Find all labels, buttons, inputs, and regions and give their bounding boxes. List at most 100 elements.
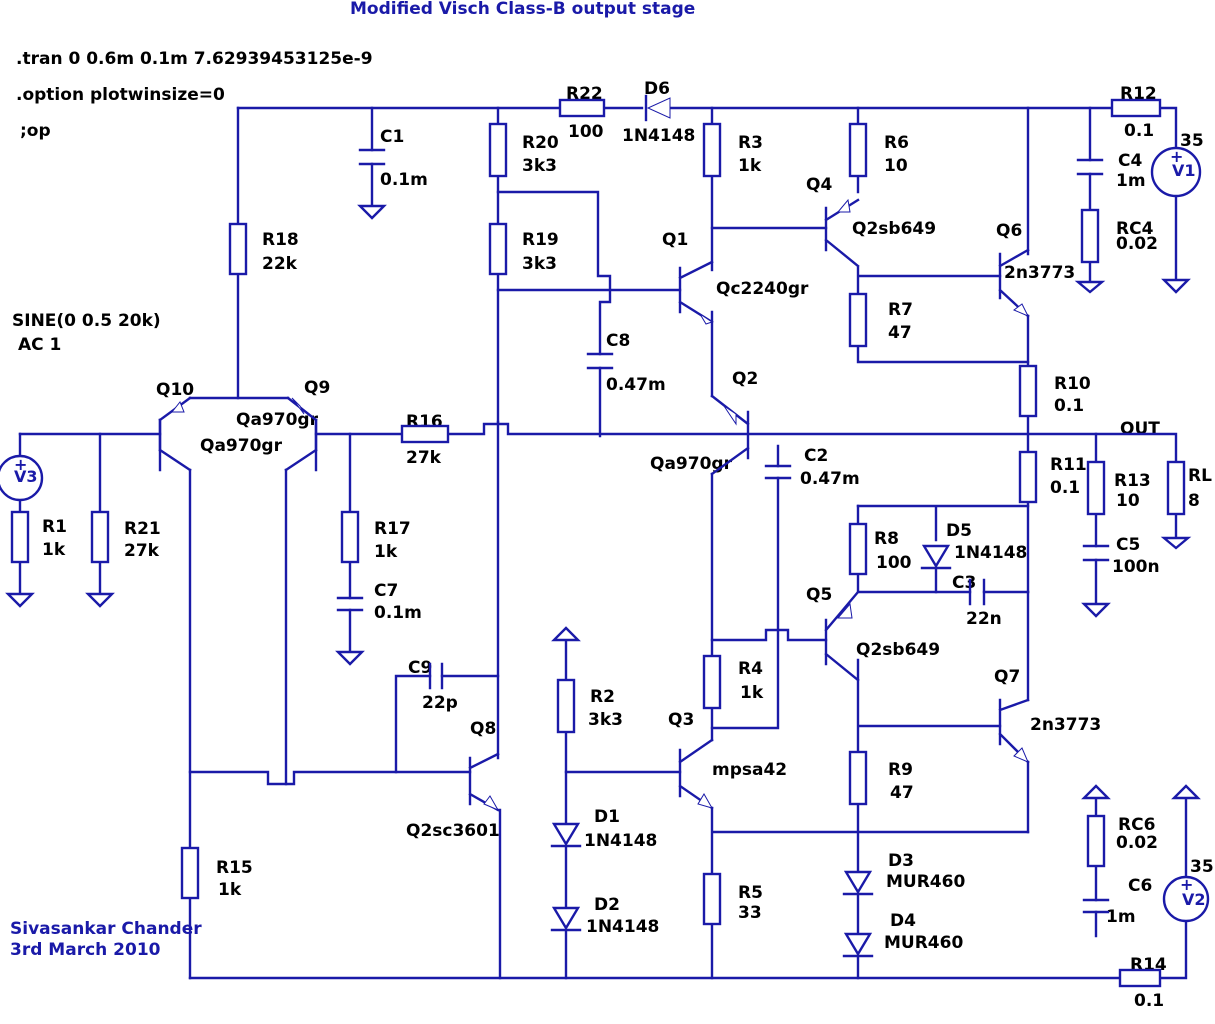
label-R8-ref: R8: [874, 529, 899, 549]
label-D5-val: 1N4148: [954, 543, 1027, 563]
label-R14-val: 0.1: [1134, 991, 1164, 1011]
label-Q9-val: Qa970gr: [236, 410, 319, 430]
label-R20-val: 3k3: [522, 156, 557, 176]
label-Q5-val: Q2sb649: [856, 640, 940, 660]
svg-text:+: +: [1180, 875, 1193, 894]
label-C5-ref: C5: [1116, 535, 1140, 555]
label-Q2-ref: Q2: [732, 369, 758, 389]
label-R9-val: 47: [890, 783, 914, 803]
label-Q2-val: Qa970gr: [650, 454, 733, 474]
label-R17-ref: R17: [374, 519, 411, 539]
label-C3-ref: C3: [952, 573, 976, 593]
label-R2-ref: R2: [590, 687, 615, 707]
label-RC4-ref: RC4: [1116, 219, 1154, 239]
label-C4-ref: C4: [1118, 151, 1142, 171]
label-R5-val: 33: [738, 903, 762, 923]
label-C2-val: 0.47m: [800, 469, 860, 489]
label-C1-val: 0.1m: [380, 170, 428, 190]
tran-directive: .tran 0 0.6m 0.1m 7.62939453125e-9: [16, 49, 373, 69]
capacitor-symbols: [336, 148, 1110, 914]
label-R4-ref: R4: [738, 659, 763, 679]
ac-spec: AC 1: [18, 335, 61, 355]
label-D4-ref: D4: [890, 911, 916, 931]
label-C4-val: 1m: [1116, 171, 1146, 191]
schematic-title: Modified Visch Class-B output stage: [350, 0, 695, 19]
v3-source-icon: V3 +: [0, 454, 44, 502]
label-R1-ref: R1: [42, 517, 67, 537]
label-C6-ref: C6: [1128, 876, 1152, 896]
label-Q9-ref: Q9: [304, 378, 330, 398]
label-R22-val: 100: [568, 122, 604, 142]
label-C2-ref: C2: [804, 446, 828, 466]
label-R3-ref: R3: [738, 133, 763, 153]
label-C7-val: 0.1m: [374, 603, 422, 623]
label-D4-val: MUR460: [884, 933, 963, 953]
transistor-symbols: [158, 198, 1030, 812]
label-R18-val: 22k: [262, 254, 298, 274]
label-D2-val: 1N4148: [586, 917, 659, 937]
label-R12-val: 0.1: [1124, 121, 1154, 141]
label-V2-val: 35: [1190, 857, 1214, 877]
label-C9-val: 22p: [422, 693, 458, 713]
label-Q5-ref: Q5: [806, 585, 832, 605]
label-R6-val: 10: [884, 156, 908, 176]
svg-text:V3: V3: [14, 467, 38, 486]
label-RC6-val: 0.02: [1116, 833, 1158, 853]
label-R11-ref: R11: [1050, 455, 1087, 475]
v2-source-icon: V2 +: [1162, 875, 1210, 923]
wires: [18, 106, 1188, 980]
label-C8-val: 0.47m: [606, 375, 666, 395]
label-Q7-val: 2n3773: [1030, 715, 1101, 735]
label-C8-ref: C8: [606, 331, 630, 351]
label-C3-val: 22n: [966, 609, 1002, 629]
label-R2-val: 3k3: [588, 710, 623, 730]
label-C5-val: 100n: [1112, 557, 1160, 577]
label-Q1-val: Qc2240gr: [716, 279, 809, 299]
supply-arrow-symbols: [551, 626, 1201, 800]
ground-symbols: [5, 204, 1192, 666]
label-Q1-ref: Q1: [662, 230, 688, 250]
sine-spec: SINE(0 0.5 20k): [12, 311, 161, 331]
label-RL-ref: RL: [1188, 466, 1212, 486]
label-D5-ref: D5: [946, 521, 972, 541]
label-D6-val: 1N4148: [622, 126, 695, 146]
label-D2-ref: D2: [594, 895, 620, 915]
label-R8-val: 100: [876, 553, 912, 573]
label-Q6-ref: Q6: [996, 221, 1022, 241]
label-R10-val: 0.1: [1054, 396, 1084, 416]
svg-text:+: +: [14, 455, 27, 474]
label-R3-val: 1k: [738, 156, 762, 176]
label-R7-val: 47: [888, 323, 912, 343]
label-D3-ref: D3: [888, 851, 914, 871]
label-R5-ref: R5: [738, 883, 763, 903]
label-R20-ref: R20: [522, 133, 559, 153]
label-RC4-val: 0.02: [1116, 234, 1158, 254]
label-Q3-ref: Q3: [668, 710, 694, 730]
op-directive: ;op: [20, 121, 51, 141]
label-R1-val: 1k: [42, 540, 66, 560]
label-R19-val: 3k3: [522, 254, 557, 274]
svg-text:V2: V2: [1182, 890, 1206, 909]
label-Q10-val: Qa970gr: [200, 436, 283, 456]
out-net-label: OUT: [1120, 419, 1160, 439]
label-R19-ref: R19: [522, 230, 559, 250]
label-Q8-val: Q2sc3601: [406, 821, 500, 841]
label-D1-val: 1N4148: [584, 831, 657, 851]
label-Q8-ref: Q8: [470, 719, 496, 739]
label-D3-val: MUR460: [886, 872, 965, 892]
author-name: Sivasankar Chander: [10, 919, 202, 939]
label-D6-ref: D6: [644, 79, 670, 99]
label-C9-ref: C9: [408, 658, 432, 678]
label-R11-val: 0.1: [1050, 478, 1080, 498]
label-R18-ref: R18: [262, 230, 299, 250]
label-R17-val: 1k: [374, 542, 398, 562]
label-Q7-ref: Q7: [994, 667, 1020, 687]
diode-symbols: [550, 94, 952, 958]
label-R7-ref: R7: [888, 300, 913, 320]
label-R21-val: 27k: [124, 541, 160, 561]
label-R6-ref: R6: [884, 133, 909, 153]
v1-source-icon: V1 +: [1150, 146, 1202, 198]
label-R15-val: 1k: [218, 880, 242, 900]
label-V1-val: 35: [1180, 131, 1204, 151]
